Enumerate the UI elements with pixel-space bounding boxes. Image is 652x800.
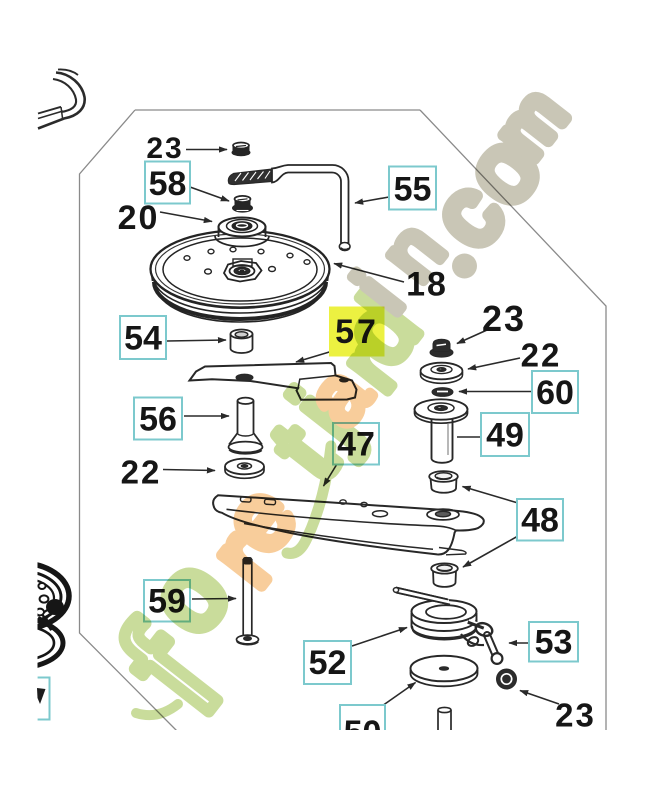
svg-text:18: 18 — [406, 266, 448, 304]
svg-text:56: 56 — [139, 401, 177, 439]
svg-text:54: 54 — [124, 320, 162, 358]
svg-text:22: 22 — [521, 337, 562, 374]
svg-text:22: 22 — [121, 454, 162, 491]
svg-text:60: 60 — [536, 374, 574, 412]
svg-text:58: 58 — [149, 165, 187, 203]
svg-text:20: 20 — [118, 199, 160, 237]
svg-text:47: 47 — [337, 426, 375, 464]
svg-text:23: 23 — [555, 697, 596, 734]
svg-text:23: 23 — [146, 132, 183, 165]
svg-text:55: 55 — [394, 171, 432, 209]
svg-text:53: 53 — [535, 624, 573, 662]
svg-text:49: 49 — [486, 417, 524, 455]
svg-text:23: 23 — [482, 298, 526, 339]
svg-text:48: 48 — [521, 502, 559, 540]
svg-text:59: 59 — [148, 583, 186, 621]
svg-text:57: 57 — [335, 313, 379, 351]
svg-text:52: 52 — [309, 644, 347, 682]
